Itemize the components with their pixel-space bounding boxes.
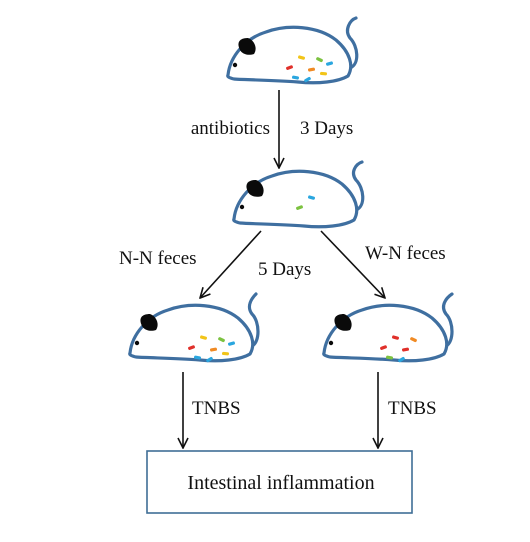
bacterium-yellow — [200, 335, 207, 340]
bacterium-green — [385, 355, 394, 360]
mouse-ear — [238, 38, 256, 55]
bacteria-cluster — [188, 335, 235, 363]
bacterium-blue — [304, 76, 311, 83]
nn-feces-label: N-N feces — [119, 248, 197, 269]
mouse-initial — [226, 16, 359, 85]
mouse-eye — [328, 340, 334, 346]
arrow-wn-feces — [320, 230, 385, 298]
bacterium-green — [296, 205, 303, 210]
bacterium-yellow — [221, 351, 230, 356]
mouse-body — [232, 169, 359, 229]
mouse-eye — [134, 340, 140, 346]
bacterium-red — [286, 65, 293, 70]
bacterium-red — [380, 345, 387, 350]
bacterium-blue — [308, 195, 315, 200]
wn-feces-label: W-N feces — [365, 243, 446, 264]
mouse-body — [128, 303, 255, 363]
mouse-ear — [334, 314, 352, 331]
mouse-eye — [232, 62, 238, 68]
bacteria-cluster — [296, 195, 315, 210]
bacteria-cluster — [286, 55, 333, 83]
tnbs-left-label: TNBS — [192, 398, 241, 419]
antibiotics-label: antibiotics — [191, 118, 270, 139]
bacterium-green — [218, 337, 225, 343]
mouse-tail — [345, 16, 359, 70]
arrow-nn-feces — [200, 230, 262, 298]
mouse-body — [226, 25, 353, 85]
mouse-body — [322, 303, 449, 363]
mouse-tail — [441, 292, 454, 348]
mouse-ear — [246, 180, 264, 197]
bacterium-red — [392, 335, 399, 340]
tnbs-right-label: TNBS — [388, 398, 437, 419]
mouse-wn-feces — [322, 292, 454, 363]
bacterium-blue — [228, 341, 235, 346]
bacterium-yellow — [319, 71, 328, 76]
bacterium-orange — [410, 337, 417, 343]
mouse-eye — [239, 204, 245, 210]
bacterium-yellow — [298, 55, 305, 60]
three-days-label: 3 Days — [300, 118, 353, 139]
bacterium-blue — [398, 356, 405, 363]
bacterium-blue — [193, 355, 202, 360]
mouse-tail — [351, 160, 365, 212]
five-days-label: 5 Days — [258, 259, 311, 280]
bacterium-orange — [209, 347, 218, 352]
bacterium-blue — [326, 61, 333, 66]
mouse-nn-feces — [128, 292, 260, 363]
mouse-tail — [247, 292, 260, 348]
bacterium-red — [401, 347, 410, 352]
bacterium-blue — [291, 75, 300, 80]
outcome-box-border — [146, 450, 413, 514]
mouse-after-antibiotics — [232, 160, 365, 229]
outcome-box: Intestinal inflammation — [146, 450, 413, 514]
bacterium-blue — [206, 356, 213, 363]
bacterium-orange — [307, 67, 316, 72]
bacterium-green — [316, 57, 323, 63]
bacteria-cluster — [380, 335, 417, 363]
mouse-ear — [140, 314, 158, 331]
outcome-label: Intestinal inflammation — [187, 472, 374, 494]
bacterium-red — [188, 345, 195, 350]
